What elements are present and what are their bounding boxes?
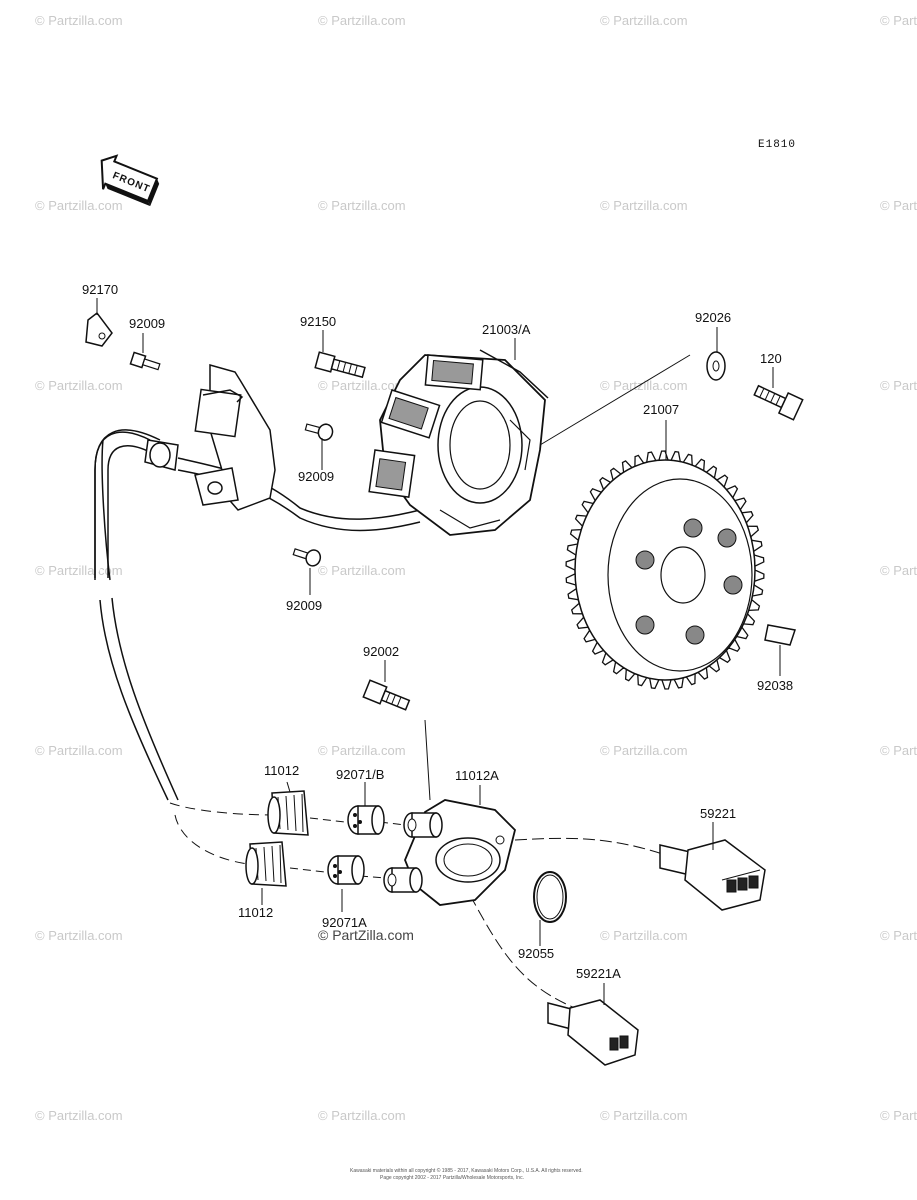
main-watermark: © PartZilla.com: [318, 927, 414, 943]
stator-coil: [380, 389, 441, 439]
label-120: 120: [760, 351, 782, 366]
watermark: © Partzilla.com: [880, 563, 917, 578]
watermark: © Partzilla.com: [318, 13, 406, 28]
label-92002: 92002: [363, 644, 399, 659]
bolt-120: [753, 384, 804, 421]
label-92009: 92009: [298, 469, 334, 484]
watermark: © Partzilla.com: [880, 198, 917, 213]
label-21007: 21007: [643, 402, 679, 417]
footer-line-2: Page copyright 2002 - 2017 Partzilla/Who…: [380, 1175, 524, 1181]
watermark: © Partzilla.com: [880, 13, 917, 28]
clip-92170: [85, 311, 113, 347]
watermark: © Partzilla.com: [318, 378, 406, 393]
flywheel: [565, 450, 765, 690]
label-11012A: 11012A: [455, 768, 499, 783]
washer-92026: [706, 351, 726, 381]
screw-92009: [292, 548, 322, 567]
key-92038: [764, 624, 796, 646]
bolt-92002: [362, 679, 411, 711]
watermark: © Partzilla.com: [600, 1108, 688, 1123]
front-arrow-icon: FRONT: [100, 154, 160, 207]
watermark: © Partzilla.com: [600, 378, 688, 393]
cap-11012: [267, 790, 309, 836]
watermark: © Partzilla.com: [880, 1108, 917, 1123]
watermark: © Partzilla.com: [880, 743, 917, 758]
stator-coil: [368, 449, 416, 499]
label-11012: 11012: [264, 763, 299, 778]
stator: [368, 349, 549, 536]
terminal-92071B: [347, 805, 385, 835]
watermark: © Partzilla.com: [35, 198, 123, 213]
diagram-code: E1810: [758, 139, 796, 151]
label-92055: 92055: [518, 946, 554, 961]
watermark: © Partzilla.com: [318, 743, 406, 758]
label-92071A: 92071A: [322, 915, 367, 930]
watermark: © Partzilla.com: [35, 13, 123, 28]
watermark: © Partzilla.com: [600, 743, 688, 758]
part-labels: 92170 92009 92150 21003/A 92026 120 2100…: [82, 282, 793, 981]
watermark: © Partzilla.com: [35, 1108, 123, 1123]
watermark-layer: © Partzilla.com © Partzilla.com © Partzi…: [35, 13, 917, 1123]
label-92009: 92009: [129, 316, 165, 331]
pickup-coil: [194, 364, 276, 511]
housing-boss: [383, 867, 423, 893]
label-92009: 92009: [286, 598, 322, 613]
watermark: © Partzilla.com: [318, 1108, 406, 1123]
label-92150: 92150: [300, 314, 336, 329]
bolt-92150: [314, 351, 366, 379]
label-59221A: 59221A: [576, 966, 621, 981]
watermark: © Partzilla.com: [880, 378, 917, 393]
terminal-92071A: [327, 855, 365, 885]
label-21003A: 21003/A: [482, 322, 531, 337]
label-92170: 92170: [82, 282, 118, 297]
watermark: © Partzilla.com: [35, 378, 123, 393]
stator-coil: [424, 354, 484, 391]
label-11012: 11012: [238, 905, 273, 920]
watermark: © Partzilla.com: [600, 13, 688, 28]
footer: Kawasaki materials within all copyright …: [350, 1167, 583, 1181]
label-92026: 92026: [695, 310, 731, 325]
watermark: © Partzilla.com: [600, 928, 688, 943]
footer-line-1: Kawasaki materials within all copyright …: [350, 1167, 583, 1174]
watermark: © Partzilla.com: [318, 563, 406, 578]
watermark: © Partzilla.com: [318, 198, 406, 213]
label-92038: 92038: [757, 678, 793, 693]
connector-59221A: [547, 999, 639, 1066]
watermark: © Partzilla.com: [880, 928, 917, 943]
housing-11012A: [383, 799, 516, 906]
wire-harness: [94, 429, 681, 1009]
housing-boss: [403, 812, 443, 838]
leader-lines: [96, 298, 781, 1005]
watermark: © Partzilla.com: [35, 743, 123, 758]
label-92071B: 92071/B: [336, 767, 384, 782]
o-ring-92055: [533, 871, 567, 923]
screw-92009: [129, 351, 161, 371]
watermark: © Partzilla.com: [35, 928, 123, 943]
cap-11012: [245, 841, 287, 887]
screw-92009: [304, 423, 334, 441]
connector-59221: [659, 839, 766, 911]
label-59221: 59221: [700, 806, 736, 821]
watermark: © Partzilla.com: [600, 198, 688, 213]
